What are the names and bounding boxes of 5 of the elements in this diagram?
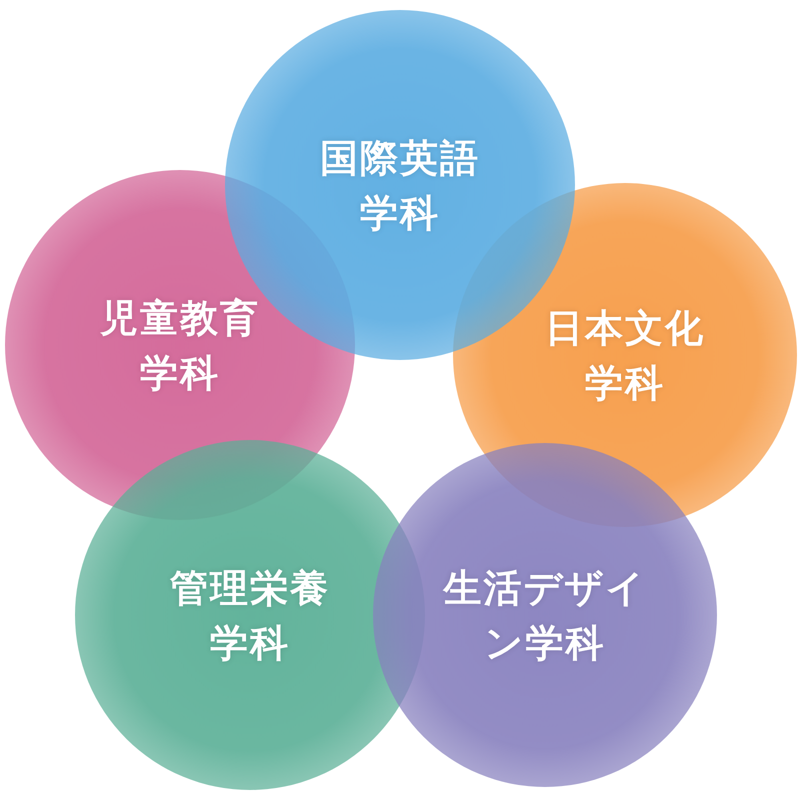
department-name: 日本文化学科 xyxy=(545,304,705,407)
department-name: 児童教育学科 xyxy=(100,294,260,397)
department-name: 生活デザイン学科 xyxy=(442,564,648,667)
department-name: 管理栄養学科 xyxy=(170,564,330,667)
department-name: 国際英語学科 xyxy=(320,134,480,237)
